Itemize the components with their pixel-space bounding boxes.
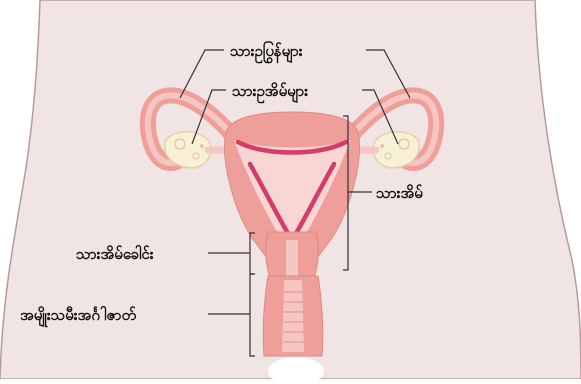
cervical-canal [286, 240, 298, 278]
vaginal-canal [282, 280, 304, 352]
label-uterus: သားအိမ် [376, 183, 423, 202]
label-cervix: သားအိမ်ခေါင်း [76, 244, 154, 263]
